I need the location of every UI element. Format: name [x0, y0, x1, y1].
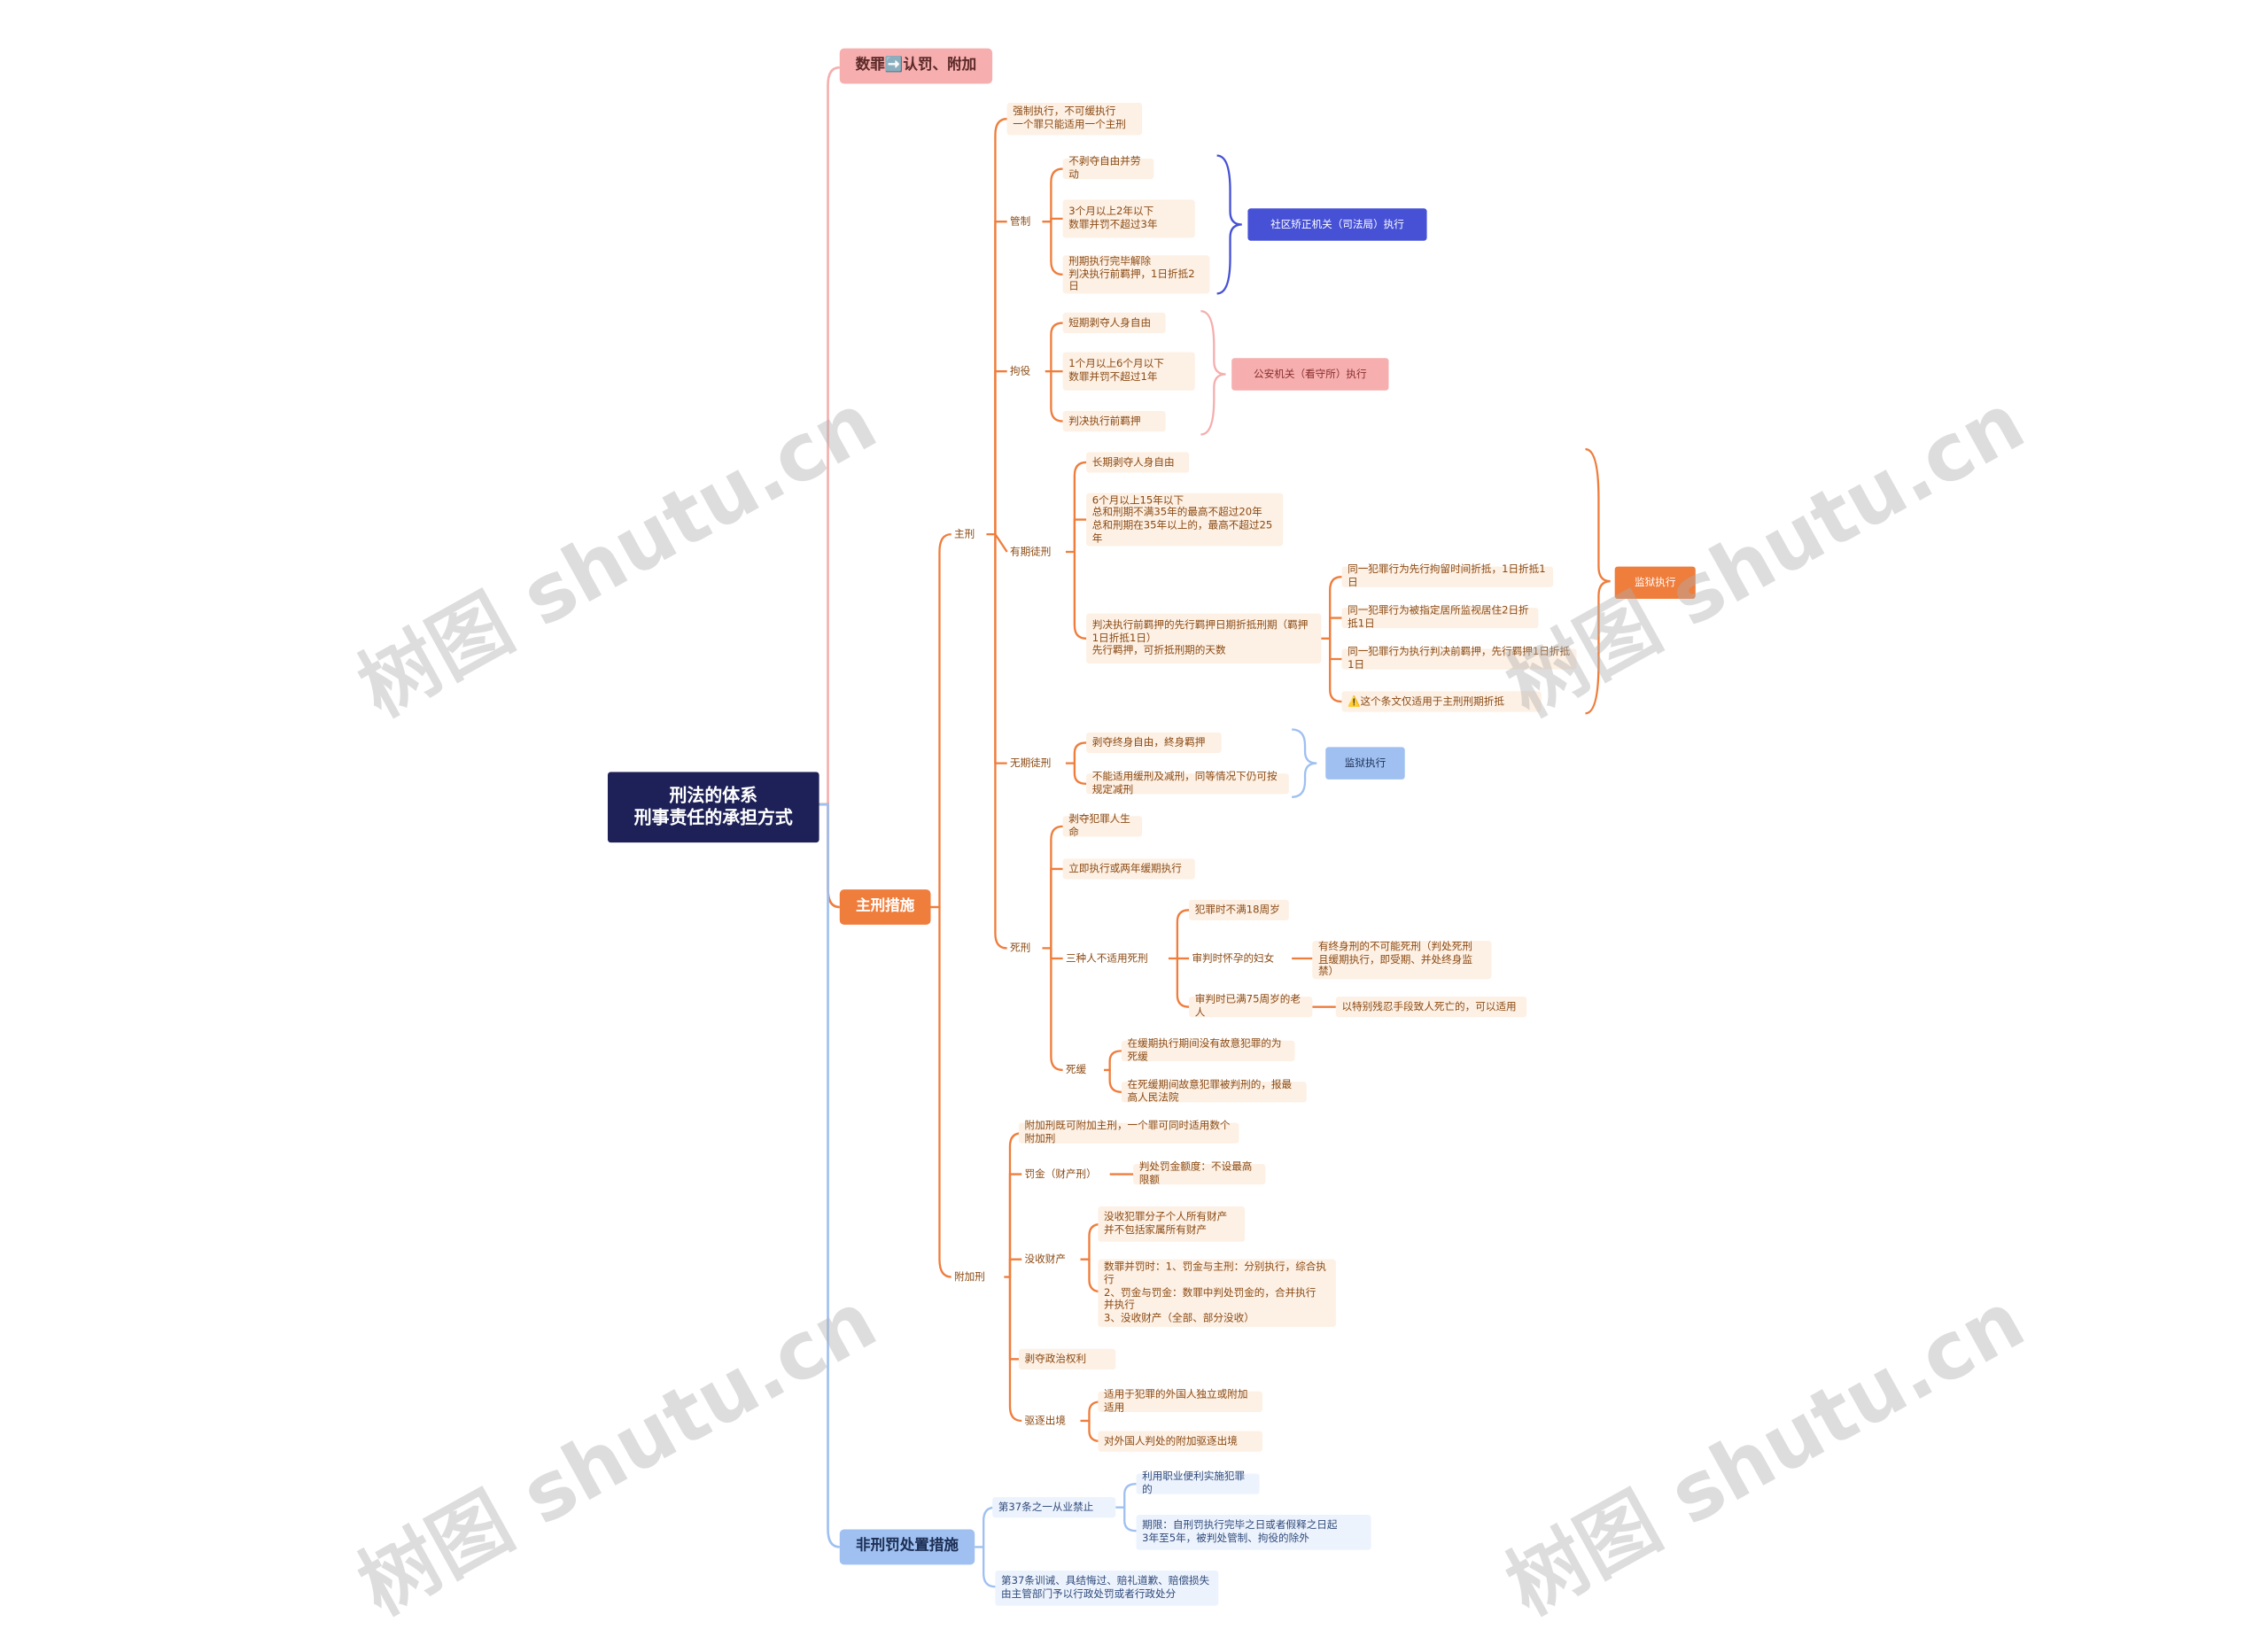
node-fujia[interactable]: 附加刑 [954, 1270, 985, 1283]
quzhu-item-2[interactable]: 对外国人判处的附加驱逐出境 [1098, 1431, 1262, 1452]
mingyin-item-1[interactable]: 没收犯罪分子个人所有财产 并不包括家属所有财产 [1098, 1206, 1246, 1242]
node-sihuan[interactable]: 死缓 [1065, 1063, 1087, 1075]
branch-shuzui[interactable]: 数罪➡️认罚、附加 [839, 48, 993, 84]
summary-brace-juyi [1200, 310, 1226, 436]
root-node[interactable]: 刑法的体系 刑事责任的承担方式 [607, 772, 819, 843]
node-juyi[interactable]: 拘役 [1009, 364, 1031, 377]
node-mingyin[interactable]: 没收财产 [1024, 1253, 1066, 1265]
sihuan-item-1[interactable]: 在缓期执行期间没有故意犯罪的为死缓 [1121, 1038, 1295, 1063]
node-sixing[interactable]: 死刑 [1009, 942, 1031, 954]
wuqi-item-1[interactable]: 剥夺终身自由，終身羁押 [1086, 732, 1222, 754]
juyi-item-2[interactable]: 1个月以上6个月以下 数罪并罚不超过1年 [1062, 352, 1195, 391]
sixing-item-2[interactable]: 立即执行或两年缓期执行 [1062, 858, 1195, 880]
node-wuqi[interactable]: 无期徒刑 [1009, 756, 1052, 769]
guanzhi-item-3[interactable]: 刑期执行完毕解除 判决执行前羁押，1日折抵2日 [1062, 255, 1210, 294]
nonpenal-item-1-b[interactable]: 期限：自刑罚执行完毕之日或者假释之日起 3年至5年，被判处管制、拘役的除外 [1136, 1514, 1371, 1550]
summary-juyi[interactable]: 公安机关（看守所）执行 [1231, 358, 1389, 391]
node-youqi[interactable]: 有期徒刑 [1009, 545, 1052, 558]
nonpenal-item-2[interactable]: 第37条训诫、具结悔过、赔礼道歉、赔偿损失 由主管部门予以行政处罚或者行政处分 [995, 1570, 1219, 1606]
node-zhuxing-intro[interactable]: 强制执行，不可缓执行 一个罪只能适用一个主刑 [1006, 102, 1143, 136]
guanzhi-item-2[interactable]: 3个月以上2年以下 数罪并罚不超过3年 [1062, 199, 1195, 238]
node-fajin[interactable]: 罚金（财产刑） [1024, 1168, 1097, 1180]
exempt-detail-1[interactable]: 有终身刑的不可能死刑（判处死刑 且缓期执行，即受期、并处终身监禁） [1312, 941, 1492, 980]
juyi-item-1[interactable]: 短期剥夺人身自由 [1062, 312, 1166, 334]
youqi-sub-1[interactable]: 同一犯罪行为先行拘留时间折抵，1日折抵1日 [1341, 564, 1554, 588]
node-boduo[interactable]: 剥夺政治权利 [1018, 1348, 1116, 1369]
root-title-line2: 刑事责任的承担方式 [633, 807, 793, 828]
wuqi-item-2[interactable]: 不能适用缓刑及减刑，同等情况下仍可按规定减刑 [1086, 771, 1289, 795]
youqi-item-1[interactable]: 长期剥夺人身自由 [1086, 452, 1190, 473]
youqi-item-3[interactable]: 判决执行前羁押的先行羁押日期折抵刑期（羁押 1日折抵1日） 先行羁押，可折抵刑期… [1086, 613, 1322, 663]
nonpenal-item-1[interactable]: 第37条之一从业禁止 [992, 1497, 1116, 1518]
node-guanzhi[interactable]: 管制 [1009, 214, 1031, 228]
root-title-line1: 刑法的体系 [669, 785, 757, 806]
node-zhuxing[interactable]: 主刑 [954, 527, 975, 540]
quzhu-item-1[interactable]: 适用于犯罪的外国人独立或附加适用 [1098, 1389, 1262, 1414]
youqi-item-2[interactable]: 6个月以上15年以下 总和刑期不满35年的最高不超过20年 总和刑期在35年以上… [1086, 493, 1284, 547]
node-quzhu[interactable]: 驱逐出境 [1024, 1414, 1066, 1426]
summary-wuqi[interactable]: 监狱执行 [1325, 747, 1405, 780]
youqi-sub-4[interactable]: ⚠️这个条文仅适用于主刑刑期折抵 [1341, 691, 1542, 712]
exempt-item-1[interactable]: 犯罪时不满18周岁 [1189, 899, 1289, 920]
fujia-intro[interactable]: 附加刑既可附加主刑，一个罪可同时适用数个附加刑 [1018, 1121, 1239, 1144]
sixing-three-exempt[interactable]: 三种人不适用死刑 [1065, 951, 1148, 965]
youqi-sub-3[interactable]: 同一犯罪行为执行判决前羁押，先行羁押1日折抵1日 [1341, 646, 1577, 671]
sihuan-item-2[interactable]: 在死缓期间故意犯罪被判刑的，报最高人民法院 [1121, 1079, 1307, 1104]
exempt-detail-2[interactable]: 以特别残忍手段致人死亡的，可以适用 [1335, 997, 1527, 1018]
guanzhi-item-1[interactable]: 不剥夺自由并劳动 [1062, 156, 1154, 181]
branch-main-penalty[interactable]: 主刑措施 [839, 889, 931, 925]
exempt-item-3[interactable]: 审判时已满75周岁的老人 [1189, 994, 1313, 1019]
youqi-sub-2[interactable]: 同一犯罪行为被指定居所监视居住2日折抵1日 [1341, 605, 1539, 630]
summary-brace-wuqi [1292, 728, 1317, 798]
sixing-item-1[interactable]: 剥夺犯罪人生命 [1062, 813, 1143, 838]
summary-brace-guanzhi [1216, 154, 1242, 295]
summary-guanzhi[interactable]: 社区矫正机关（司法局）执行 [1247, 208, 1427, 241]
fajin-detail[interactable]: 判处罚金额度：不设最高限额 [1133, 1161, 1266, 1186]
summary-brace-youqi [1585, 447, 1611, 715]
nonpenal-item-1-a[interactable]: 利用职业便利实施犯罪的 [1136, 1471, 1260, 1495]
mingyin-item-2[interactable]: 数罪并罚时：1、罚金与主刑：分别执行，综合执行 2、罚金与罚金：数罪中判处罚金的… [1098, 1259, 1336, 1327]
juyi-item-3[interactable]: 判决执行前羁押 [1062, 410, 1166, 432]
exempt-item-2[interactable]: 审判时怀孕的妇女 [1192, 951, 1275, 965]
branch-nonpenal[interactable]: 非刑罚处置措施 [839, 1529, 975, 1565]
summary-youqi[interactable]: 监狱执行 [1614, 566, 1696, 600]
